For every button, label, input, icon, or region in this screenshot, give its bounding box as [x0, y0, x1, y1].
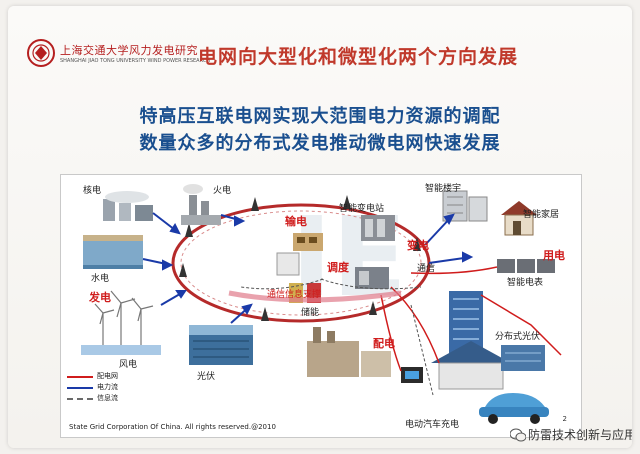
subtitle-line-2: 数量众多的分布式发电推动微电网快速发展: [139, 133, 501, 154]
logo-subtext: SHANGHAI JIAO TONG UNIVERSITY WIND POWER…: [60, 58, 211, 64]
smart-grid-diagram: IE: [60, 174, 582, 438]
data-server-icon: [276, 252, 300, 276]
label-distributed-pv: 分布式光伏: [495, 332, 541, 342]
power-flow-arrows: [142, 212, 474, 324]
transformer-substation-icon: [355, 267, 389, 289]
label-generation: 发电: [89, 291, 111, 304]
office-tower-icon: [449, 291, 483, 353]
label-smart-building: 智能楼宇: [425, 184, 462, 194]
slide: 上海交通大学风力发电研究 SHANGHAI JIAO TONG UNIVERSI…: [8, 6, 632, 448]
wind-turbine-icons: [94, 290, 154, 347]
smart-building-icon: [442, 190, 488, 222]
label-transform: 变电: [407, 239, 429, 252]
industrial-plant-icon: [307, 327, 391, 377]
diagram-legend: 配电网 电力流 信息流: [67, 371, 139, 411]
hydro-dam-icon: [83, 235, 143, 269]
label-comm-support: 通信信息支撑: [267, 290, 322, 300]
label-storage: 储能: [301, 308, 320, 318]
thermal-plant-icon: [181, 184, 221, 225]
comm-support-band: [228, 290, 402, 303]
label-distribution: 配电: [373, 337, 395, 350]
university-logo: 上海交通大学风力发电研究 SHANGHAI JIAO TONG UNIVERSI…: [26, 36, 210, 72]
information-flow-lines: [240, 278, 434, 396]
solar-farm-icon: [189, 325, 253, 365]
university-seal-icon: [27, 39, 55, 67]
copyright-footer: State Grid Corporation Of China. All rig…: [69, 423, 276, 431]
smart-home-icon: [501, 201, 537, 236]
legend-swatch: [67, 387, 93, 389]
slide-title: 电网向大型化和微型化两个方向发展: [198, 46, 519, 68]
legend-label: 信息流: [97, 394, 118, 402]
pylon-icons: [175, 195, 425, 321]
page-number: 2: [562, 415, 567, 423]
legend-item: 配电网: [67, 371, 139, 381]
dispatch-center-icon: [293, 233, 323, 251]
label-smart-substation: 智能变电站: [339, 204, 385, 214]
label-dispatch: 调度: [327, 261, 349, 274]
nuclear-plant-icon: [103, 191, 153, 221]
label-hydro: 水电: [91, 274, 110, 284]
legend-swatch: [67, 376, 93, 378]
wechat-icon: [510, 428, 526, 442]
legend-item: 信息流: [67, 393, 139, 403]
label-nuclear: 核电: [83, 186, 102, 196]
legend-swatch: [67, 398, 93, 400]
distribution-lines: [380, 266, 562, 372]
subtitle-line-1: 特高压互联电网实现大范围电力资源的调配: [139, 106, 501, 127]
watermark-text: 防雷技术创新与应用: [528, 428, 632, 442]
label-communication: 通信: [417, 264, 436, 274]
electric-car-icon: [479, 393, 549, 424]
label-wind: 风电: [119, 360, 138, 370]
smart-meter-icon: [497, 259, 555, 273]
legend-label: 电力流: [97, 383, 118, 391]
label-ev-charging: 电动汽车充电: [405, 420, 460, 430]
logo-text: 上海交通大学风力发电研究: [60, 44, 198, 57]
diagram-graphics: IE: [81, 184, 562, 424]
label-smart-home: 智能家居: [523, 210, 560, 220]
legend-label: 配电网: [97, 372, 118, 380]
label-transmission: 输电: [285, 215, 307, 228]
smart-substation-icon: [361, 215, 395, 241]
label-smart-meter: 智能电表: [507, 278, 544, 288]
distributed-pv-house-icon: [431, 341, 545, 390]
label-consumption: 用电: [543, 249, 565, 262]
wind-farm-ground: [81, 345, 161, 355]
label-solar: 光伏: [197, 372, 216, 382]
legend-item: 电力流: [67, 382, 139, 392]
label-thermal: 火电: [213, 186, 232, 196]
grid-ring-inner: [180, 210, 422, 316]
ev-charger-icon: [401, 367, 423, 383]
